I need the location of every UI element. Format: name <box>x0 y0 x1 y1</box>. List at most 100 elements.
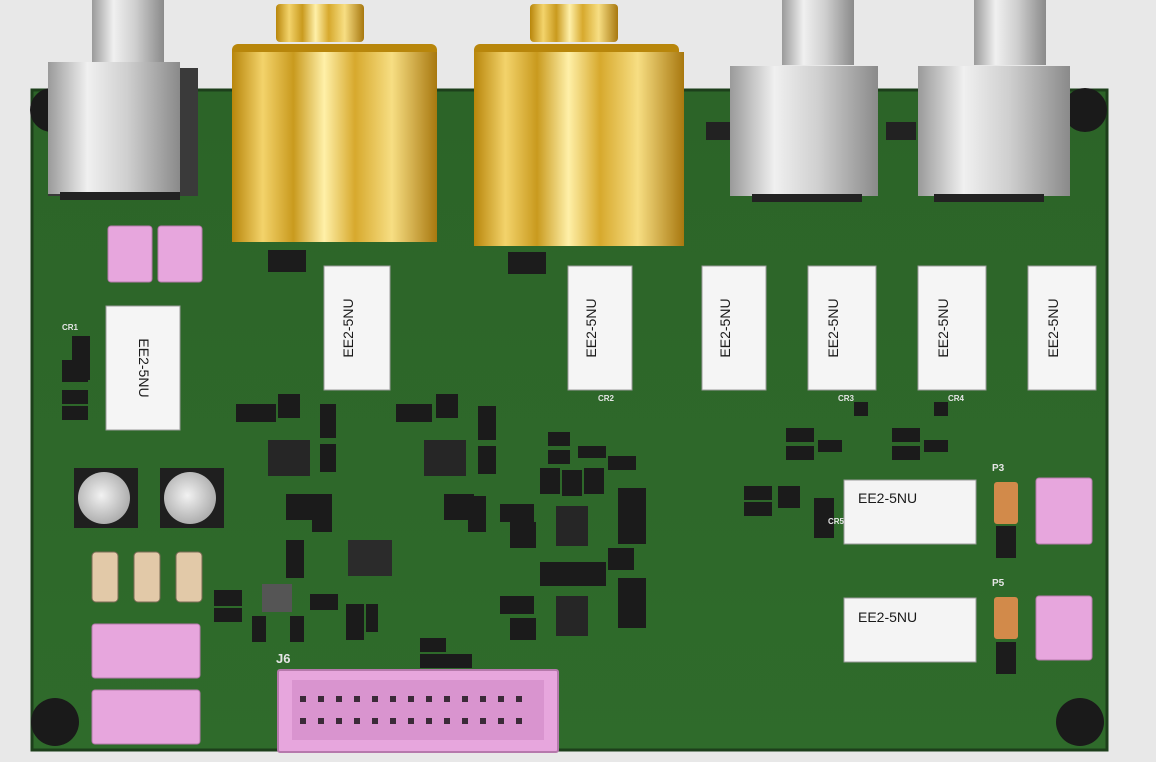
relay-h-1-label: EE2-5NU <box>858 490 917 506</box>
relay-v-3-label: EE2-5NU <box>583 298 599 357</box>
smd-part <box>934 402 948 416</box>
header-pin <box>300 696 306 702</box>
header-pin <box>498 718 504 724</box>
j6-ref: J6 <box>276 651 290 666</box>
header-pin <box>480 718 486 724</box>
smd-part <box>286 494 312 520</box>
jumper-p5: P5 <box>992 578 1018 674</box>
header-pin <box>480 696 486 702</box>
smd-part <box>500 504 534 522</box>
header-pin <box>426 696 432 702</box>
smd-part <box>540 562 562 586</box>
header-pin <box>516 718 522 724</box>
smd-part <box>366 604 378 632</box>
smd-part <box>892 428 920 442</box>
gold-connector-1 <box>232 4 437 272</box>
smd-part <box>236 404 276 422</box>
header-pin <box>462 718 468 724</box>
smd-part <box>548 432 570 446</box>
ic-soic-3 <box>556 506 588 546</box>
relay-v-4: EE2-5NU <box>701 265 767 391</box>
header-pin <box>516 696 522 702</box>
header-pin <box>354 718 360 724</box>
fuse-3 <box>175 551 203 603</box>
cr5-ref: CR5 <box>828 517 845 526</box>
smd-part <box>854 402 868 416</box>
header-pin <box>336 696 342 702</box>
smd-part <box>312 494 332 532</box>
smd-part <box>420 638 446 652</box>
smd-part <box>310 594 338 610</box>
jack-left <box>48 0 198 200</box>
p3-ref: P3 <box>992 463 1005 474</box>
relay-h-2: EE2-5NU <box>843 597 977 663</box>
smd-part <box>510 522 536 548</box>
fuse-2 <box>133 551 161 603</box>
smd-part <box>578 446 606 458</box>
smd-part <box>608 548 634 570</box>
header-pin <box>300 718 306 724</box>
cr2-ref: CR2 <box>598 394 615 403</box>
jack-right-1 <box>706 0 878 202</box>
ic-qfn <box>262 584 292 612</box>
pink-connector-r2 <box>1035 595 1093 661</box>
header-pin <box>390 718 396 724</box>
header-pin <box>408 718 414 724</box>
header-pin <box>318 718 324 724</box>
header-pin <box>462 696 468 702</box>
smd-part <box>420 654 472 668</box>
smd-part <box>584 562 606 586</box>
header-pin <box>372 718 378 724</box>
smd-part <box>436 394 458 418</box>
relay-v-6: EE2-5NU <box>917 265 987 391</box>
smd-part <box>214 608 242 622</box>
smd-part <box>346 604 364 640</box>
smd-part <box>396 404 432 422</box>
smd-part <box>744 486 772 500</box>
smd-part <box>290 616 304 642</box>
smd-part <box>320 444 336 472</box>
jumper-p3: P3 <box>992 463 1018 558</box>
header-pin <box>354 696 360 702</box>
smd-part <box>252 616 266 642</box>
smd-part <box>478 406 496 440</box>
header-pin <box>336 718 342 724</box>
ic-soic-4 <box>556 596 588 636</box>
ic-tssop <box>348 540 392 576</box>
relay-v-7-label: EE2-5NU <box>1045 298 1061 357</box>
smd-part <box>618 488 646 544</box>
relay-v-5-label: EE2-5NU <box>825 298 841 357</box>
smd-part <box>320 404 336 438</box>
relay-v-1-label: EE2-5NU <box>136 338 152 397</box>
smd-part <box>584 468 604 494</box>
smd-part <box>548 450 570 464</box>
smd-part <box>510 618 536 640</box>
jack-right-2 <box>886 0 1070 202</box>
smd-part <box>286 540 304 578</box>
smd-part <box>778 486 800 508</box>
header-pin <box>426 718 432 724</box>
smd-part <box>500 596 534 614</box>
relay-v-4-label: EE2-5NU <box>717 298 733 357</box>
ic-soic-1 <box>268 440 310 476</box>
smd-part <box>818 440 842 452</box>
header-pin <box>390 696 396 702</box>
smd-part <box>924 440 948 452</box>
relay-v-2: EE2-5NU <box>323 265 391 391</box>
smd-part <box>744 502 772 516</box>
pink-connector-r1 <box>1035 477 1093 545</box>
cr4-ref: CR4 <box>948 394 965 403</box>
relay-h-1: EE2-5NU <box>843 479 977 545</box>
relay-v-5: EE2-5NU <box>807 265 877 391</box>
header-pin <box>498 696 504 702</box>
mounting-hole-br <box>1056 698 1104 746</box>
header-pin <box>408 696 414 702</box>
smd-part <box>468 496 486 532</box>
relay-v-7: EE2-5NU <box>1027 265 1097 391</box>
header-pin <box>372 696 378 702</box>
pink-terminal-1 <box>91 623 201 679</box>
smd-part <box>892 446 920 460</box>
smd-part <box>786 428 814 442</box>
header-pin <box>444 696 450 702</box>
